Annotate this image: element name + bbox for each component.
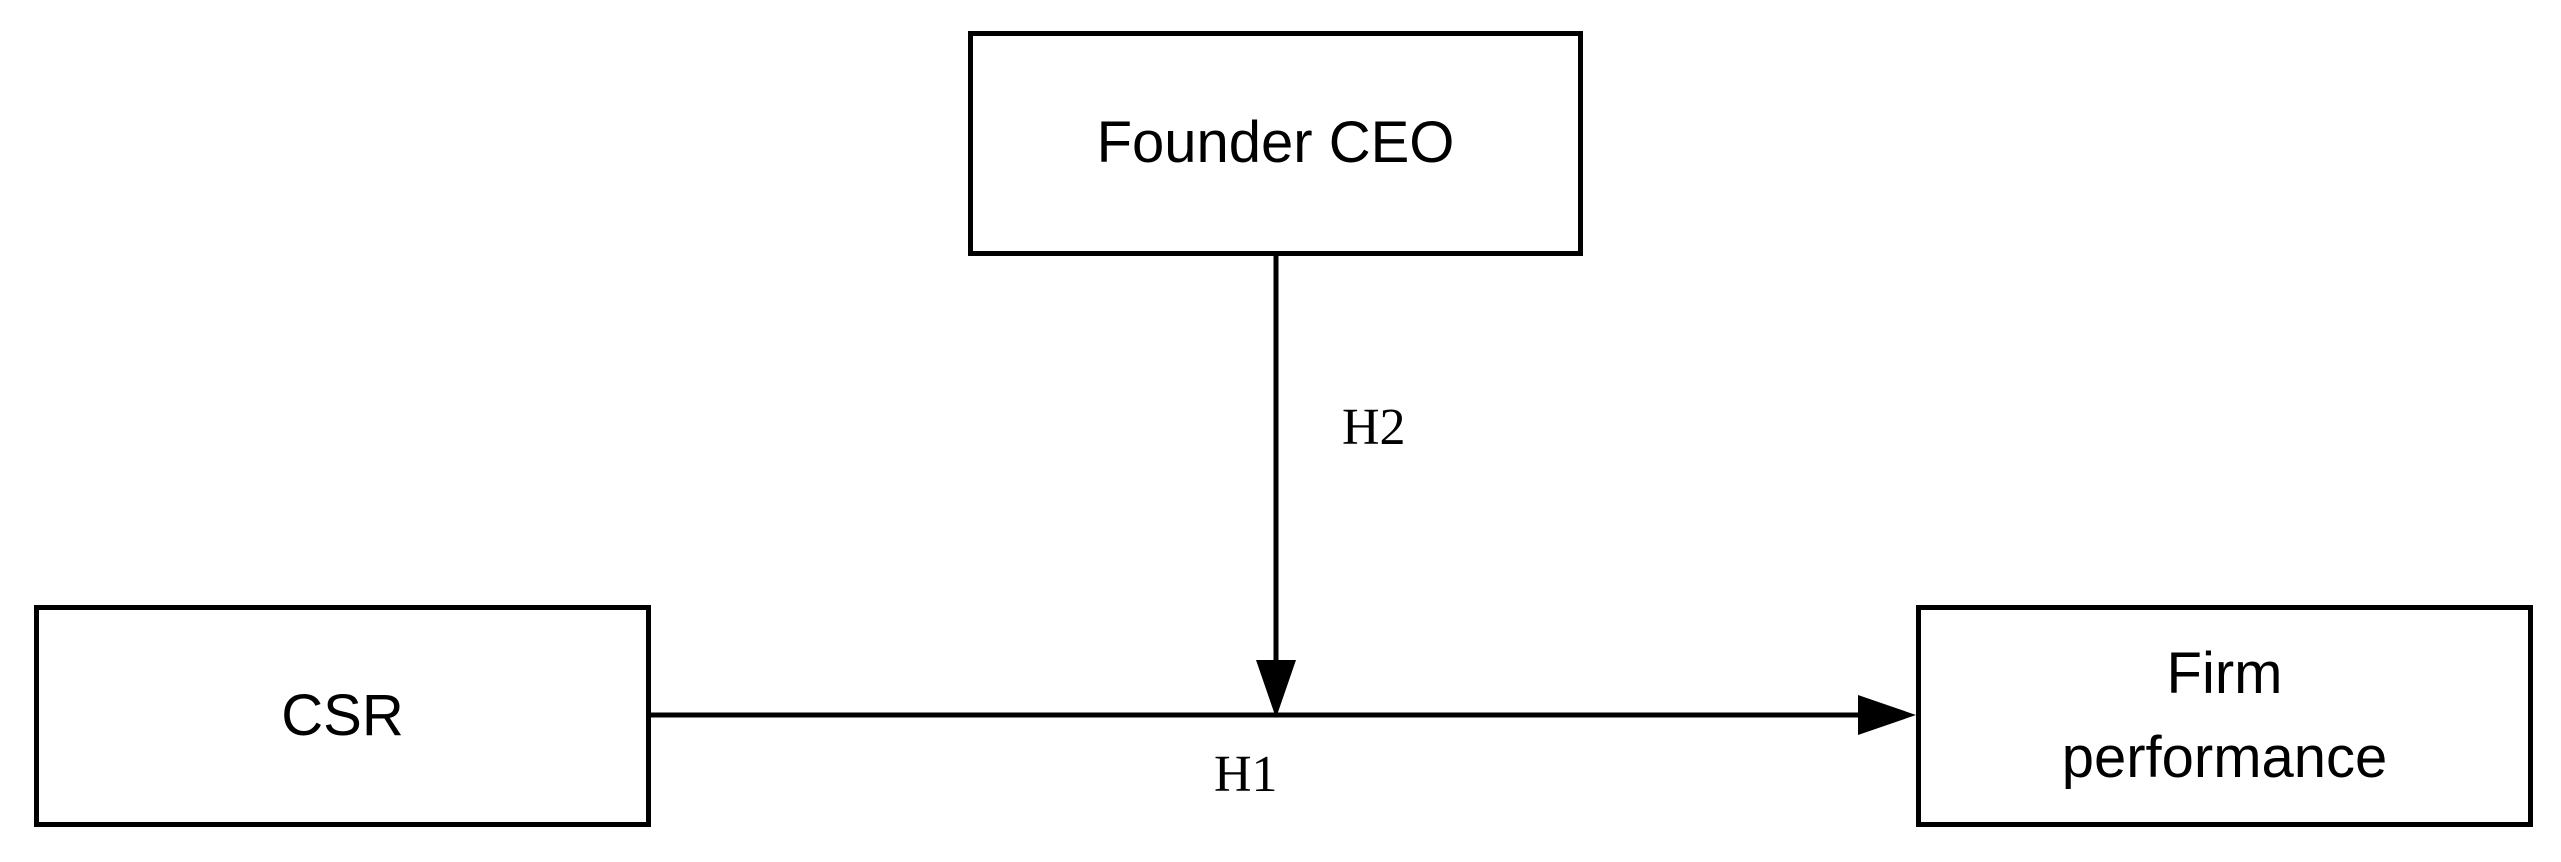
h1-label: H1: [1214, 746, 1278, 803]
founder-ceo-label: Founder CEO: [1096, 110, 1455, 176]
h1-arrowhead: [1858, 695, 1916, 735]
csr-box: CSR: [34, 605, 651, 827]
csr-label: CSR: [281, 682, 404, 748]
h2-label: H2: [1342, 399, 1406, 456]
firm-performance-label: Firm performance: [2061, 640, 2388, 790]
founder-ceo-box: Founder CEO: [968, 31, 1583, 256]
firm-performance-box: Firm performance: [1916, 605, 2533, 827]
h2-arrowhead: [1256, 660, 1296, 718]
